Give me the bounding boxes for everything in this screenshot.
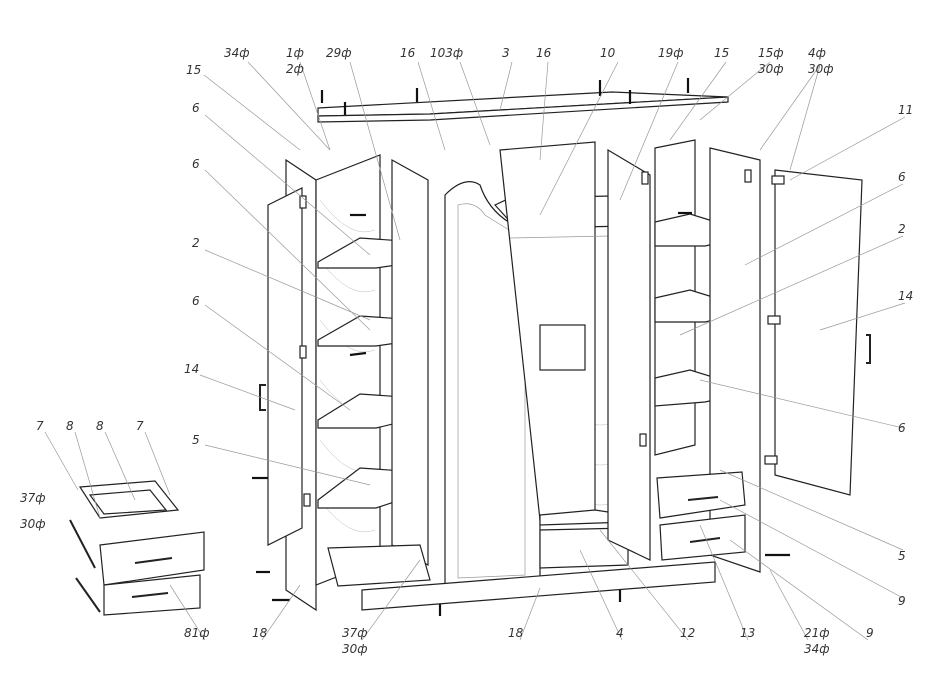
part-label: 37ф <box>20 491 46 505</box>
part-label: 15ф <box>758 46 784 60</box>
left-door <box>267 187 303 546</box>
right-drawer-top <box>656 471 746 519</box>
part-label: 5 <box>898 549 906 563</box>
hinges <box>299 169 785 507</box>
leader-lines <box>44 61 906 641</box>
right-drawer-bottom <box>659 514 746 561</box>
part-label: 16 <box>400 46 416 60</box>
part-label: 8 <box>96 419 104 433</box>
part-label: 4ф <box>808 46 826 60</box>
part-label: 11 <box>898 103 913 117</box>
part-label: 6 <box>192 157 200 171</box>
part-label: 103ф <box>430 46 463 60</box>
plinth <box>361 561 716 611</box>
part-label: 6 <box>898 421 906 435</box>
part-label: 18 <box>252 626 268 640</box>
screws <box>252 78 790 616</box>
right-center-door <box>607 148 651 561</box>
part-label: 18 <box>508 626 524 640</box>
part-label: 6 <box>192 294 200 308</box>
right-door <box>774 169 863 496</box>
part-label: 5 <box>192 433 200 447</box>
part-label: 10 <box>600 46 616 60</box>
part-label: 9 <box>898 594 906 608</box>
center-panel-insert <box>539 324 586 371</box>
part-label: 30ф <box>808 62 834 76</box>
part-label: 30ф <box>20 517 46 531</box>
part-label: 34ф <box>224 46 250 60</box>
part-label: 7 <box>36 419 44 433</box>
part-label: 1ф <box>286 46 304 60</box>
part-labels-right: 11 6 2 14 6 5 9 <box>898 103 913 608</box>
part-label: 37ф <box>342 626 368 640</box>
part-label: 81ф <box>184 626 210 640</box>
top-panel-front <box>317 96 729 123</box>
part-label: 7 <box>136 419 144 433</box>
part-label: 6 <box>192 101 200 115</box>
part-labels-bottom: 81ф 18 37ф 30ф 18 4 12 13 21ф 34ф 9 <box>184 626 874 656</box>
part-label: 4 <box>616 626 624 640</box>
left-back-panel <box>315 154 381 586</box>
part-label: 12 <box>680 626 695 640</box>
part-label: 16 <box>536 46 552 60</box>
left-door-handle <box>259 384 266 411</box>
part-label: 14 <box>898 289 913 303</box>
right-side-panel <box>709 147 761 573</box>
middle-left-door <box>391 158 429 567</box>
part-label: 2ф <box>286 62 304 76</box>
part-label: 14 <box>184 362 199 376</box>
part-label: 13 <box>740 626 755 640</box>
part-label: 3 <box>502 46 510 60</box>
right-door-handle <box>866 334 871 364</box>
part-label: 6 <box>898 170 906 184</box>
part-label: 8 <box>66 419 74 433</box>
separate-drawer-assembly <box>69 480 205 616</box>
part-label: 29ф <box>326 46 352 60</box>
part-label: 30ф <box>342 642 368 656</box>
part-label: 19ф <box>658 46 684 60</box>
part-label: 2 <box>192 236 200 250</box>
part-label: 15 <box>186 63 201 77</box>
part-label: 2 <box>898 222 906 236</box>
part-label: 30ф <box>758 62 784 76</box>
part-label: 34ф <box>804 642 830 656</box>
part-labels-top: 34ф 1ф 2ф 29ф 16 103ф 3 16 10 19ф 15 15ф… <box>224 46 834 76</box>
part-label: 15 <box>714 46 729 60</box>
part-label: 9 <box>866 626 874 640</box>
part-label: 21ф <box>804 626 830 640</box>
part-labels-left: 15 6 6 2 6 14 5 7 8 8 7 37ф 30ф <box>20 63 201 531</box>
pull-out-shelf <box>327 544 431 587</box>
